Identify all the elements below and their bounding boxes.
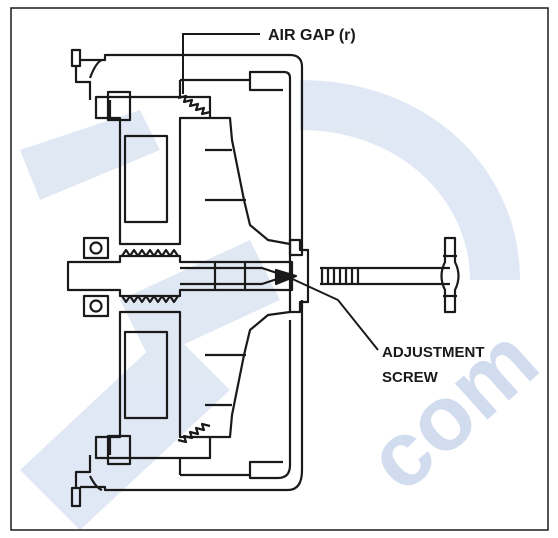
adjustment-screw-leader — [285, 275, 379, 351]
leader-lines — [182, 33, 379, 351]
watermark-text: com — [348, 308, 557, 510]
watermark — [20, 80, 520, 530]
upper-coil-housing — [94, 95, 212, 246]
upper-coil — [123, 134, 169, 224]
bearing-lower — [82, 294, 110, 318]
outer-housing — [80, 53, 304, 257]
tool-rod-thread — [320, 268, 360, 284]
outer-housing-inner-lower — [248, 320, 292, 480]
shaft-thread-bottom — [121, 294, 179, 304]
adjustment-screw-label-line2: SCREW — [382, 369, 439, 386]
lower-coil — [123, 330, 169, 420]
central-shaft — [66, 254, 294, 298]
bearing-upper — [82, 236, 110, 260]
air-gap-label: AIR GAP (r) — [268, 27, 356, 44]
tool-t-handle — [440, 236, 460, 314]
adjustment-screw-label-line1: ADJUSTMENT — [382, 344, 485, 361]
figure-frame — [10, 7, 549, 531]
upper-spring — [177, 94, 211, 116]
front-hub — [288, 238, 310, 314]
left-bracket-bottom — [70, 455, 92, 508]
clutch-assembly — [66, 48, 460, 508]
tool-rod — [320, 266, 450, 286]
shaft-thread-top — [121, 248, 179, 258]
lower-spring — [177, 422, 211, 444]
outer-housing-lower — [80, 300, 304, 492]
lower-coil-housing — [94, 310, 212, 460]
pressure-plate — [210, 116, 291, 439]
air-gap-leader — [182, 33, 260, 94]
left-bracket-top — [70, 48, 92, 100]
